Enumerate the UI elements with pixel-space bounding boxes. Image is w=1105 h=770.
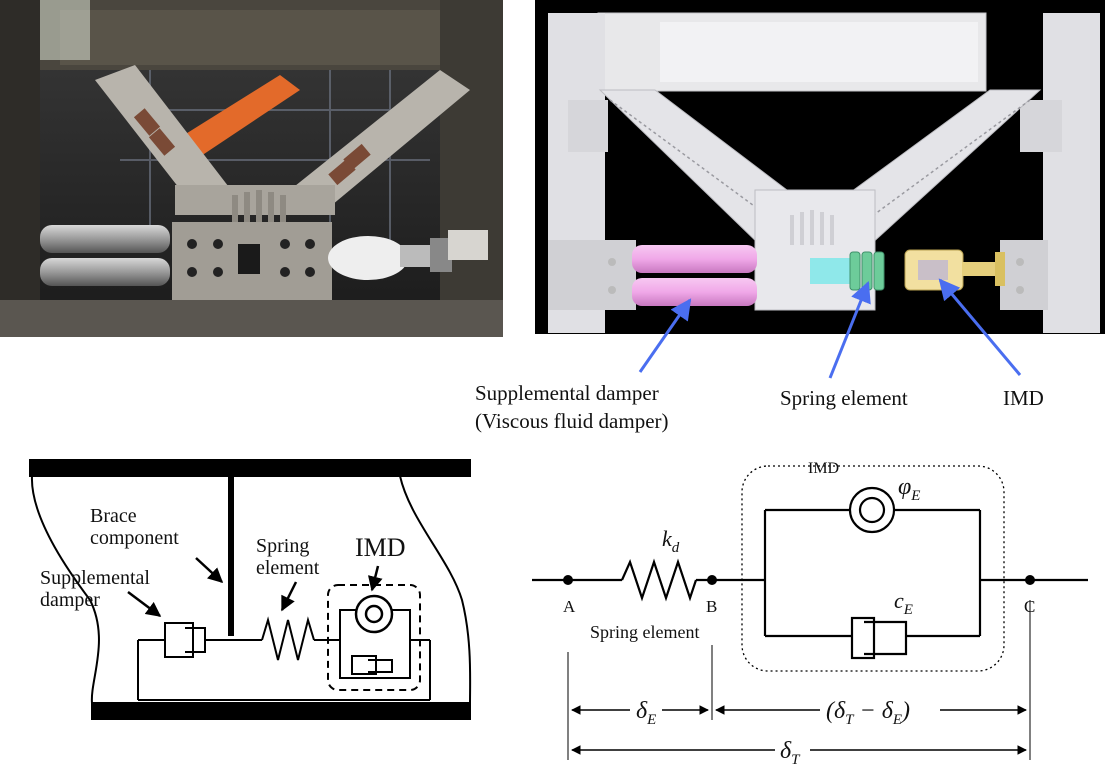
model-imd-label: IMD <box>808 460 839 477</box>
delta-t-label: δT <box>780 738 801 768</box>
mechanical-model <box>532 465 1088 760</box>
callout-arrows <box>638 278 1022 379</box>
schem-damper-2: damper <box>40 589 100 611</box>
node-b-dot <box>707 575 717 585</box>
arrow-spring <box>280 581 298 612</box>
schem-spring-1: Spring <box>256 535 309 557</box>
schem-brace-1: Brace <box>90 505 137 527</box>
node-a-dot <box>563 575 573 585</box>
arrow-brace <box>195 557 224 584</box>
arrow-imd-schematic <box>367 565 383 592</box>
schematic-diagram <box>29 459 472 720</box>
model-spring-label: Spring element <box>590 622 699 642</box>
arrow-supplemental-damper <box>638 298 692 373</box>
model-nodes <box>563 575 1035 585</box>
damping-label: cE <box>894 588 913 618</box>
schem-brace-2: component <box>90 527 179 549</box>
arrow-spring-element <box>828 281 871 379</box>
schematic-arrows <box>127 557 383 617</box>
label-supplemental-damper: Supplemental damper <box>475 381 659 405</box>
node-b-label: B <box>706 597 717 616</box>
node-c-label: C <box>1024 597 1035 616</box>
schem-spring-2: element <box>256 557 320 579</box>
inerter-label: φE <box>898 474 920 504</box>
label-spring-element: Spring element <box>780 386 908 410</box>
schem-damper-1: Supplemental <box>40 567 150 589</box>
stiffness-label: kd <box>662 526 680 556</box>
schem-imd: IMD <box>355 533 406 562</box>
test-rig-photo <box>0 0 503 337</box>
arrow-imd <box>938 278 1022 376</box>
node-c-dot <box>1025 575 1035 585</box>
node-a-label: A <box>563 597 576 616</box>
render-3d <box>535 0 1105 334</box>
dimension-arrows <box>571 705 1027 755</box>
delta-diff-label: (δT − δE) <box>826 698 910 728</box>
label-imd: IMD <box>1003 386 1044 410</box>
label-supplemental-damper-sub: (Viscous fluid damper) <box>475 409 669 433</box>
delta-e-label: δE <box>636 698 656 728</box>
arrow-damper <box>127 591 162 617</box>
